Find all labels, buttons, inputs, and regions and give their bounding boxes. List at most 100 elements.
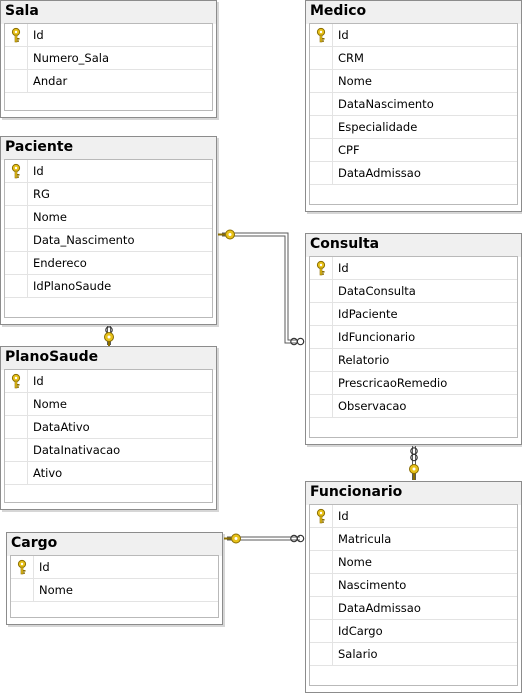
key-icon bbox=[218, 229, 235, 240]
column-row[interactable]: PrescricaoRemedio bbox=[310, 372, 517, 395]
key-cell bbox=[310, 528, 333, 550]
column-name: Andar bbox=[33, 74, 68, 88]
column-row[interactable]: Numero_Sala bbox=[5, 47, 212, 70]
column-name: Id bbox=[338, 261, 349, 275]
column-row[interactable]: Id bbox=[310, 24, 517, 47]
columns-list: Id RG Nome Data_Nascimento Endereco IdPl… bbox=[4, 159, 213, 318]
column-row[interactable]: Nome bbox=[11, 579, 218, 602]
column-row[interactable]: Nome bbox=[5, 206, 212, 229]
column-row[interactable]: DataAdmissao bbox=[310, 162, 517, 185]
column-row[interactable]: RG bbox=[5, 183, 212, 206]
column-row[interactable]: Ativo bbox=[5, 462, 212, 485]
column-name: Nome bbox=[338, 555, 372, 569]
column-row[interactable]: Matricula bbox=[310, 528, 517, 551]
column-row[interactable]: Especialidade bbox=[310, 116, 517, 139]
column-row[interactable]: DataConsulta bbox=[310, 280, 517, 303]
column-name: Matricula bbox=[338, 532, 392, 546]
column-row[interactable]: Nascimento bbox=[310, 574, 517, 597]
key-cell bbox=[5, 275, 28, 297]
column-name: IdCargo bbox=[338, 624, 383, 638]
columns-list: Id Matricula Nome Nascimento DataAdmissa… bbox=[309, 504, 518, 686]
key-cell bbox=[5, 462, 28, 484]
column-row[interactable]: DataAdmissao bbox=[310, 597, 517, 620]
column-row[interactable]: DataInativacao bbox=[5, 439, 212, 462]
relationship-funcionario-consulta[interactable] bbox=[409, 446, 419, 480]
column-row[interactable]: Id bbox=[5, 160, 212, 183]
column-row[interactable]: Relatorio bbox=[310, 349, 517, 372]
column-name: Relatorio bbox=[338, 353, 390, 367]
column-row[interactable]: IdCargo bbox=[310, 620, 517, 643]
column-row[interactable]: Salario bbox=[310, 643, 517, 666]
column-name: Salario bbox=[338, 647, 378, 661]
relationship-paciente-consulta[interactable] bbox=[218, 229, 305, 346]
table-medico[interactable]: Medico Id CRM Nome DataNascimento Especi… bbox=[305, 0, 522, 212]
column-name: Numero_Sala bbox=[33, 51, 110, 65]
key-icon bbox=[409, 464, 419, 480]
columns-list: Id DataConsulta IdPaciente IdFuncionario… bbox=[309, 256, 518, 438]
table-title: PlanoSaude bbox=[5, 349, 99, 365]
key-cell bbox=[5, 416, 28, 438]
column-name: IdFuncionario bbox=[338, 330, 416, 344]
table-paciente[interactable]: Paciente Id RG Nome Data_Nascimento Ende… bbox=[0, 136, 217, 325]
column-name: Id bbox=[33, 164, 44, 178]
key-icon bbox=[11, 373, 21, 389]
table-title: Medico bbox=[310, 3, 367, 19]
column-name: Nome bbox=[33, 210, 67, 224]
column-row[interactable]: IdFuncionario bbox=[310, 326, 517, 349]
column-row[interactable]: Id bbox=[5, 370, 212, 393]
relationship-planosaude-paciente[interactable] bbox=[104, 326, 114, 346]
infinity-icon bbox=[290, 337, 305, 346]
key-icon bbox=[11, 163, 21, 179]
key-icon bbox=[104, 332, 114, 346]
column-row[interactable]: DataNascimento bbox=[310, 93, 517, 116]
table-consulta[interactable]: Consulta Id DataConsulta IdPaciente IdFu… bbox=[305, 233, 522, 445]
table-sala[interactable]: Sala Id Numero_Sala Andar bbox=[0, 0, 217, 118]
column-row[interactable]: Andar bbox=[5, 70, 212, 93]
key-icon bbox=[224, 533, 241, 544]
column-row[interactable]: IdPlanoSaude bbox=[5, 275, 212, 298]
infinity-icon bbox=[410, 447, 418, 462]
key-cell bbox=[310, 162, 333, 184]
column-name: CPF bbox=[338, 143, 360, 157]
key-cell bbox=[310, 620, 333, 642]
column-row[interactable]: DataAtivo bbox=[5, 416, 212, 439]
column-name: Nascimento bbox=[338, 578, 407, 592]
key-cell bbox=[11, 556, 34, 578]
column-row[interactable]: IdPaciente bbox=[310, 303, 517, 326]
table-cargo[interactable]: Cargo Id Nome bbox=[6, 532, 223, 625]
key-cell bbox=[310, 303, 333, 325]
column-name: Id bbox=[33, 28, 44, 42]
column-row[interactable]: Endereco bbox=[5, 252, 212, 275]
column-row[interactable]: Id bbox=[11, 556, 218, 579]
column-name: RG bbox=[33, 187, 50, 201]
column-name: Nome bbox=[39, 583, 73, 597]
table-title: Sala bbox=[5, 3, 39, 19]
column-row[interactable]: Id bbox=[5, 24, 212, 47]
column-row[interactable]: Id bbox=[310, 505, 517, 528]
key-cell bbox=[310, 70, 333, 92]
table-funcionario[interactable]: Funcionario Id Matricula Nome Nascimento… bbox=[305, 481, 522, 693]
key-cell bbox=[310, 574, 333, 596]
key-cell bbox=[310, 349, 333, 371]
column-name: CRM bbox=[338, 51, 364, 65]
column-row[interactable]: CRM bbox=[310, 47, 517, 70]
column-name: Observacao bbox=[338, 399, 407, 413]
column-row[interactable]: Observacao bbox=[310, 395, 517, 418]
key-cell bbox=[310, 116, 333, 138]
column-row[interactable]: Id bbox=[310, 257, 517, 280]
column-row[interactable]: Data_Nascimento bbox=[5, 229, 212, 252]
column-name: DataInativacao bbox=[33, 443, 121, 457]
key-cell bbox=[5, 439, 28, 461]
key-cell bbox=[310, 280, 333, 302]
column-row[interactable]: CPF bbox=[310, 139, 517, 162]
column-row[interactable]: Nome bbox=[5, 393, 212, 416]
column-row[interactable]: Nome bbox=[310, 551, 517, 574]
infinity-icon bbox=[290, 534, 305, 543]
key-cell bbox=[5, 393, 28, 415]
column-name: DataConsulta bbox=[338, 284, 416, 298]
relationship-cargo-funcionario[interactable] bbox=[224, 533, 305, 544]
column-row[interactable]: Nome bbox=[310, 70, 517, 93]
table-title: Cargo bbox=[11, 535, 58, 551]
key-cell bbox=[310, 24, 333, 46]
table-planosaude[interactable]: PlanoSaude Id Nome DataAtivo DataInativa… bbox=[0, 346, 217, 510]
